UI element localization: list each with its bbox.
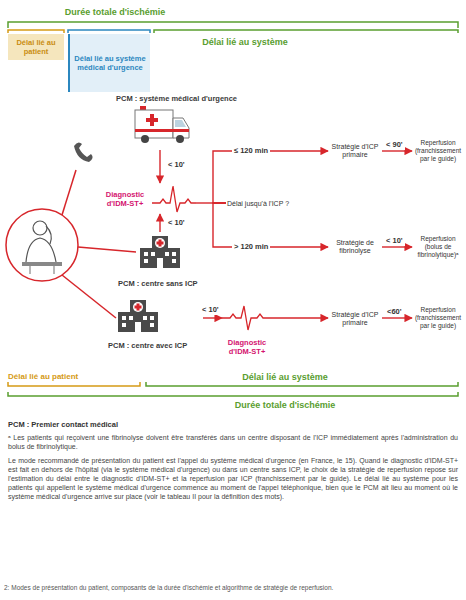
diagnosis-node: Diagnostic d'IDM-ST+ [98,183,196,214]
node-text: Stratégie d'ICP primaire [328,143,382,159]
footnote: ᵃ Les patients qui reçoivent une fibrino… [8,433,458,451]
strategy-node: Stratégie d'ICP primaire [328,308,382,330]
diagnosis-node: Diagnostic d'IDM-ST+ [222,304,272,356]
time-label: < 10' [166,218,187,228]
ambulance-wheel [141,135,149,143]
reperfusion-node: Reperfusion (franchissement par le guide… [412,131,464,171]
patient-desk [22,262,62,266]
hospital-icon [130,300,146,314]
time-label: <60' [385,307,404,317]
flow-arrow [382,317,412,318]
time-label: < 10' [384,236,405,246]
decision-node: Délai jusqu'à l'ICP ? [226,193,290,215]
hospital-icon [152,236,168,250]
flow-arrow [382,150,412,151]
patient-body [26,238,56,262]
node-text: Délai lié au système médical d'urgence [73,54,147,73]
total-bracket [8,22,458,28]
hospital-cross-bg [155,238,165,248]
flow-arrow [382,246,412,247]
ecg-symbol [152,186,196,212]
flow-arrow [213,151,328,203]
hospital-cross [157,240,164,247]
node-text: Délai lié au patient [10,38,62,56]
node-text: Stratégie de fibrinolyse [328,239,382,255]
bracket-label: Délai lié au patient [8,372,138,381]
reperfusion-node: Reperfusion (bolus de fibrinolytique)ᵃ [412,226,464,268]
ecg-symbol [222,306,272,330]
ambulance-stripe [135,129,189,132]
system-bracket [146,382,458,386]
flow-arrow [159,214,160,232]
contact-node: PCM : système médical d'urgence [116,94,266,150]
strategy-node: Stratégie d'ICP primaire [328,140,382,162]
patient-circle [6,209,78,281]
bracket-label: Durée totale d'ischémie [30,7,200,17]
patient-bracket [8,30,64,33]
contact-line [62,275,116,318]
figure-caption: 2: Modes de présentation du patient, com… [4,584,462,592]
abbreviation-note: PCM : Premier contact médical [8,420,458,429]
patient-bracket [8,382,140,386]
flow-arrow [159,150,160,183]
node-text: Diagnostic d'IDM-ST+ [98,190,152,208]
total-bracket [8,392,458,396]
delay-band: Délai lié au patient [8,34,64,60]
node-text: PCM : centre sans ICP [118,279,198,288]
flow-arrow [213,203,328,247]
time-label: < 90' [384,140,405,150]
contact-node: PCM : centre sans ICP [118,232,238,288]
ambulance-body [135,110,173,138]
flow-arrow [196,202,226,203]
ems-bracket [68,30,150,33]
node-text: Reperfusion (franchissement par le guide… [412,306,464,329]
bracket-label: Durée totale d'ischémie [210,400,360,410]
node-text: Reperfusion (bolus de fibrinolytique)ᵃ [412,235,464,258]
ambulance-wheel [176,135,184,143]
delay-band: Délai lié au système médical d'urgence [68,34,150,92]
time-label: < 10' [166,160,187,170]
node-text: PCM : centre avec ICP [108,341,187,350]
ambulance-cab [173,118,189,138]
node-text: PCM : système médical d'urgence [116,94,237,103]
reperfusion-node: Reperfusion (franchissement par le guide… [412,298,464,338]
ambulance-cross [146,118,158,122]
bracket-label: Délai lié au système [210,372,360,382]
ambulance-window [175,120,186,127]
node-text: Délai jusqu'à l'ICP ? [227,200,289,208]
system-bracket [154,30,458,33]
bracket-label: Délai lié au système [170,37,320,47]
explanatory-note: Le mode recommandé de présentation du pa… [8,456,458,501]
patient-arm [46,226,51,244]
contact-node: PCM : centre avec ICP [108,300,203,350]
time-label: < 10' [200,305,221,315]
patient-head [33,221,47,235]
hospital-cross [135,304,142,311]
node-text: Reperfusion (franchissement par le guide… [412,139,464,162]
node-text: Diagnostic d'IDM-ST+ [222,338,272,356]
phone-icon [74,142,93,162]
hospital-icon [140,248,180,268]
hospital-cross-bg [133,302,143,312]
contact-line [62,170,76,215]
flow-arrow [203,317,222,318]
node-text: Stratégie d'ICP primaire [328,311,382,327]
hospital-windows [122,316,154,332]
hospital-windows [144,252,176,268]
flow-arrow [272,317,328,318]
time-label: > 120 min [232,242,270,252]
patient-desk-legs [30,266,54,274]
ambulance-light [140,106,146,110]
time-label: ≤ 120 min [232,146,270,156]
hospital-icon [118,312,158,332]
contact-line [78,247,136,252]
strategy-node: Stratégie de fibrinolyse [328,236,382,258]
